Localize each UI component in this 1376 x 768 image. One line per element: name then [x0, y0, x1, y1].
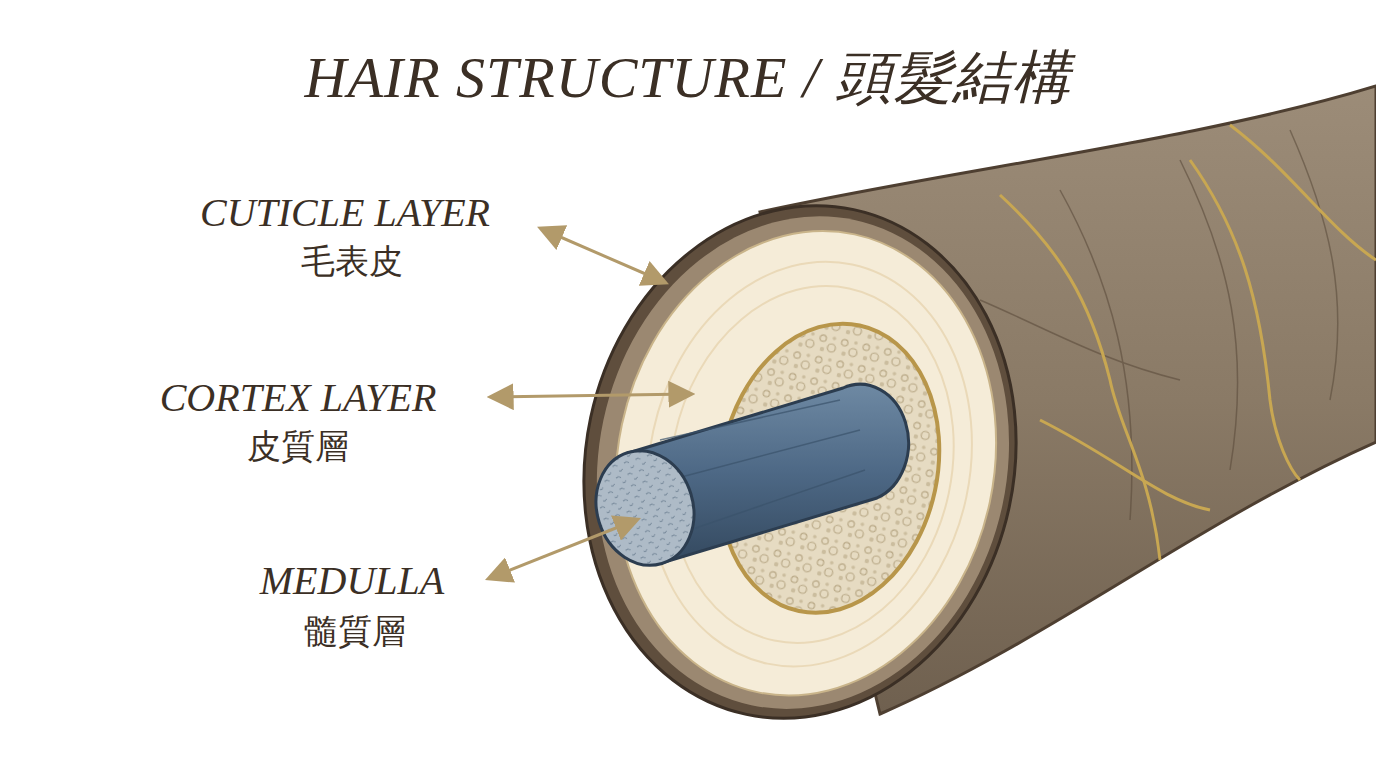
- cortex: [573, 195, 1038, 731]
- scale-line: [980, 300, 1180, 380]
- leader-line: [542, 229, 664, 282]
- gold-streak: [1000, 195, 1160, 560]
- part-label: MEDULLA: [260, 557, 444, 604]
- scale-line: [1180, 160, 1238, 470]
- scale-line: [1060, 190, 1132, 520]
- cuticle-rim: [537, 165, 1063, 759]
- leader-line: [492, 394, 690, 397]
- part-label: 髓質層: [304, 609, 406, 655]
- leader-line: [490, 520, 636, 578]
- part-label: 皮質層: [247, 424, 349, 470]
- gold-streaks: [1000, 125, 1376, 560]
- rod-end-cap: [582, 439, 708, 578]
- cuticle-band: [552, 178, 1054, 748]
- gold-streak: [1040, 420, 1210, 510]
- diagram-title: HAIR STRUCTURE / 頭髮結構: [305, 39, 1072, 117]
- part-label: CUTICLE LAYER: [200, 189, 490, 236]
- leader-lines: [490, 229, 690, 578]
- cross-section: [537, 165, 1063, 759]
- gold-streak: [1230, 125, 1376, 260]
- part-label: CORTEX LAYER: [160, 374, 437, 421]
- scale-line: [1290, 130, 1338, 400]
- gold-streak: [1190, 160, 1300, 480]
- part-label: 毛表皮: [301, 239, 403, 285]
